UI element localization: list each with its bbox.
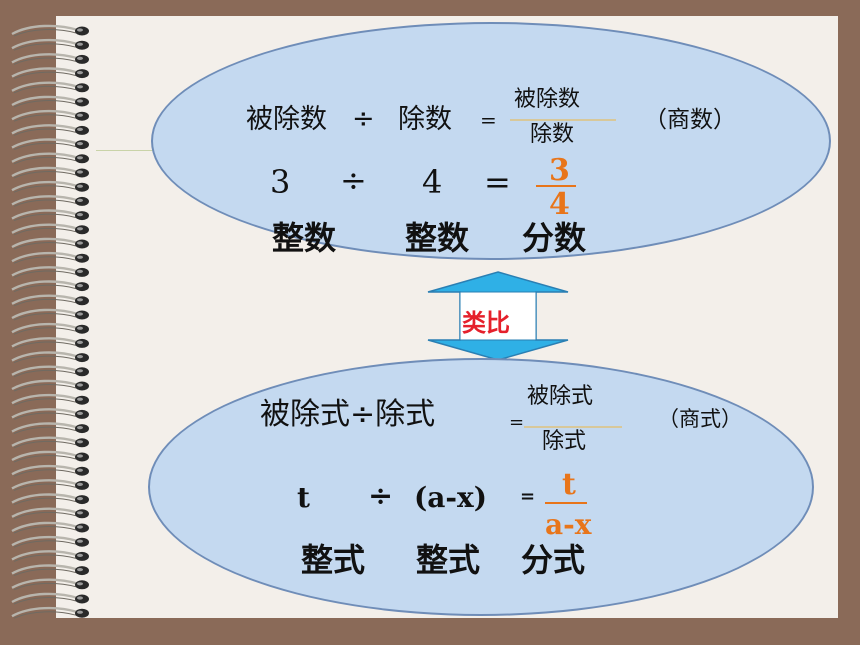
fraction-numerator: 被除数 [514,87,581,112]
fraction-bar [510,119,616,121]
spiral-ring [11,38,89,51]
number-b: 4 [422,163,443,201]
result-denominator: a-x [545,508,592,541]
polynomial-label: 整式 [416,541,481,579]
spiral-ring [11,322,89,335]
spiral-ring [11,606,89,619]
spiral-ring [11,81,89,94]
spiral-ring [11,365,89,378]
divide-sign: ÷ [340,161,367,199]
spiral-ring [11,479,89,491]
spiral-ring [11,53,89,65]
spiral-ring [11,280,89,293]
spiral-ring [11,138,89,151]
polynomial-division-expression: 被除式÷除式 [260,397,436,432]
spiral-ring [11,521,89,534]
spiral-binding-icon [11,24,89,619]
spiral-ring [11,564,89,577]
spiral-ring [11,550,89,562]
spiral-ring [11,24,89,37]
polynomial-division-ellipse [148,358,814,616]
integer-division-ellipse [151,22,831,260]
spiral-ring [11,209,89,222]
spiral-ring [11,166,89,179]
spiral-ring [11,223,89,236]
spiral-ring [11,124,89,136]
spiral-ring [11,109,89,122]
result-denominator: 4 [549,187,570,222]
equals-sign: = [484,163,511,201]
divide-sign: ÷ [368,479,394,514]
spiral-ring [11,592,89,605]
spiral-ring [11,535,89,548]
spiral-ring [11,308,89,321]
fraction-label: 分数 [522,219,587,257]
spiral-ring [11,294,89,307]
fraction-denominator: 除式 [542,429,587,454]
spiral-ring [11,351,89,364]
spiral-ring [11,266,89,278]
spiral-ring [11,195,89,207]
result-numerator: 3 [549,153,570,188]
spiral-ring [11,436,89,449]
spiral-ring [11,578,89,591]
polynomial-label: 整式 [301,541,366,579]
dividend-label: 被除数 [246,104,327,135]
rational-expression-label: 分式 [521,541,586,579]
result-fraction-bar [536,185,576,187]
expr-a: t [297,481,310,514]
equals-sign: = [520,486,536,507]
fraction-denominator: 除数 [530,122,575,147]
spiral-ring [11,493,89,506]
spiral-ring [11,180,89,193]
spiral-ring [11,337,89,349]
equals-sign: = [509,412,525,433]
fraction-bar [524,426,622,428]
integer-label: 整数 [405,219,470,257]
spiral-ring [11,464,89,477]
equals-sign: = [480,108,497,132]
number-a: 3 [270,163,291,201]
spiral-ring [11,393,89,406]
spiral-ring [11,507,89,520]
divisor-label: 除数 [398,104,452,135]
spiral-ring [11,408,89,420]
quotient-note: （商数） [644,107,736,133]
spiral-ring [11,237,89,250]
spiral-ring [11,422,89,435]
spiral-ring [11,251,89,264]
result-fraction-bar [545,502,587,504]
double-arrow-icon [427,271,569,361]
analogy-label: 类比 [462,309,510,337]
fraction-numerator: 被除式 [527,384,594,409]
integer-label: 整数 [272,219,337,257]
spiral-ring [11,450,89,463]
spiral-ring [11,379,89,392]
spiral-ring [11,95,89,108]
spiral-ring [11,67,89,80]
expr-b: (a-x) [414,481,487,514]
divide-sign: ÷ [352,103,375,134]
result-numerator: t [562,467,576,502]
quotient-note: （商式） [658,407,742,431]
spiral-ring [11,152,89,165]
